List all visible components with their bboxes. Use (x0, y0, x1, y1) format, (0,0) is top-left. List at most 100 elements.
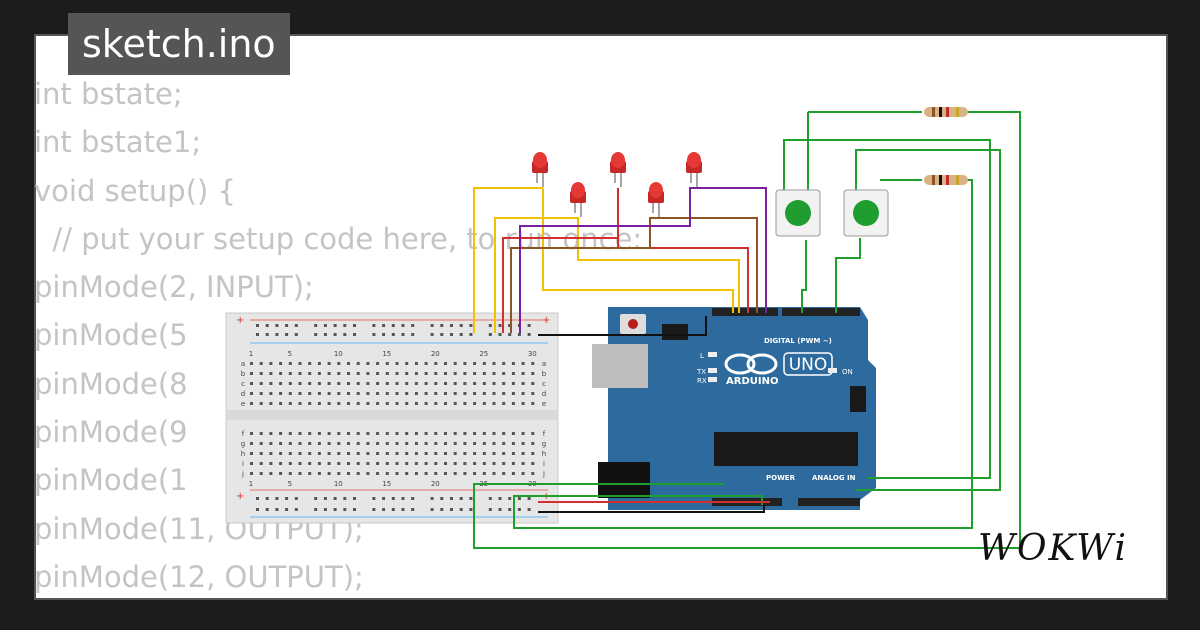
breadboard-hole[interactable] (502, 382, 506, 385)
resistor[interactable] (924, 175, 968, 185)
breadboard-hole[interactable] (508, 508, 512, 511)
breadboard-hole[interactable] (353, 324, 356, 327)
breadboard-hole[interactable] (285, 324, 289, 327)
breadboard-hole[interactable] (279, 402, 283, 405)
breadboard-hole[interactable] (259, 432, 263, 435)
breadboard-hole[interactable] (256, 497, 259, 500)
breadboard-hole[interactable] (259, 382, 263, 385)
breadboard-hole[interactable] (492, 432, 496, 435)
breadboard-hole[interactable] (508, 497, 512, 500)
breadboard-hole[interactable] (298, 392, 302, 395)
breadboard-hole[interactable] (333, 497, 337, 500)
breadboard-hole[interactable] (502, 442, 506, 445)
breadboard-hole[interactable] (463, 382, 467, 385)
breadboard-hole[interactable] (492, 442, 496, 445)
breadboard-hole[interactable] (308, 472, 312, 475)
breadboard-hole[interactable] (453, 362, 457, 365)
breadboard-hole[interactable] (308, 432, 312, 435)
breadboard-hole[interactable] (424, 472, 428, 475)
breadboard-hole[interactable] (269, 462, 273, 465)
breadboard-hole[interactable] (337, 382, 341, 385)
breadboard-hole[interactable] (279, 442, 283, 445)
breadboard-hole[interactable] (531, 392, 535, 395)
breadboard-hole[interactable] (317, 382, 321, 385)
breadboard-hole[interactable] (453, 402, 457, 405)
breadboard-hole[interactable] (482, 362, 486, 365)
breadboard-hole[interactable] (317, 392, 321, 395)
breadboard-hole[interactable] (531, 452, 535, 455)
breadboard-hole[interactable] (492, 452, 496, 455)
breadboard-hole[interactable] (511, 472, 515, 475)
breadboard-hole[interactable] (492, 372, 496, 375)
breadboard-hole[interactable] (327, 402, 331, 405)
breadboard-hole[interactable] (511, 442, 515, 445)
breadboard-hole[interactable] (511, 392, 515, 395)
breadboard-hole[interactable] (314, 508, 318, 511)
breadboard-hole[interactable] (298, 432, 302, 435)
breadboard-hole[interactable] (414, 462, 418, 465)
breadboard-hole[interactable] (250, 392, 253, 395)
breadboard-hole[interactable] (372, 497, 376, 500)
breadboard-hole[interactable] (434, 442, 438, 445)
breadboard-hole[interactable] (492, 392, 496, 395)
breadboard-hole[interactable] (285, 333, 289, 336)
breadboard-hole[interactable] (521, 432, 525, 435)
breadboard-hole[interactable] (347, 432, 350, 435)
file-tab[interactable]: sketch.ino (68, 13, 290, 75)
breadboard-hole[interactable] (385, 392, 389, 395)
breadboard-hole[interactable] (314, 497, 318, 500)
breadboard-hole[interactable] (250, 382, 253, 385)
breadboard-hole[interactable] (473, 402, 477, 405)
breadboard-hole[interactable] (463, 472, 467, 475)
breadboard-hole[interactable] (308, 462, 312, 465)
digital-header-low[interactable] (782, 308, 860, 316)
breadboard-hole[interactable] (440, 497, 444, 500)
breadboard-hole[interactable] (511, 362, 515, 365)
breadboard-hole[interactable] (511, 382, 515, 385)
breadboard-hole[interactable] (482, 442, 486, 445)
breadboard-hole[interactable] (440, 508, 444, 511)
breadboard-hole[interactable] (434, 402, 438, 405)
breadboard-hole[interactable] (279, 362, 283, 365)
breadboard-hole[interactable] (385, 472, 389, 475)
breadboard-hole[interactable] (401, 497, 405, 500)
code-line[interactable]: pinMode(5 (34, 318, 188, 353)
code-line[interactable]: pinMode(8 (34, 366, 188, 401)
breadboard-hole[interactable] (343, 508, 347, 511)
breadboard-hole[interactable] (405, 442, 409, 445)
breadboard-hole[interactable] (259, 372, 263, 375)
breadboard-hole[interactable] (424, 362, 428, 365)
breadboard-hole[interactable] (459, 508, 463, 511)
breadboard-hole[interactable] (492, 462, 496, 465)
breadboard-hole[interactable] (275, 497, 279, 500)
breadboard-hole[interactable] (385, 432, 389, 435)
breadboard-hole[interactable] (531, 382, 535, 385)
breadboard-hole[interactable] (444, 462, 447, 465)
breadboard-hole[interactable] (527, 333, 531, 336)
breadboard-hole[interactable] (521, 472, 525, 475)
breadboard-hole[interactable] (337, 442, 341, 445)
breadboard-hole[interactable] (314, 333, 318, 336)
breadboard-hole[interactable] (376, 442, 380, 445)
breadboard-hole[interactable] (511, 402, 515, 405)
breadboard-hole[interactable] (288, 432, 292, 435)
breadboard-hole[interactable] (411, 497, 415, 500)
breadboard-hole[interactable] (424, 372, 428, 375)
breadboard-hole[interactable] (376, 382, 380, 385)
breadboard-hole[interactable] (356, 432, 360, 435)
breadboard-hole[interactable] (521, 452, 525, 455)
breadboard-hole[interactable] (488, 508, 492, 511)
led[interactable] (610, 152, 626, 187)
breadboard-hole[interactable] (288, 392, 292, 395)
breadboard-hole[interactable] (337, 452, 341, 455)
breadboard-hole[interactable] (414, 402, 418, 405)
breadboard-hole[interactable] (279, 432, 283, 435)
breadboard-hole[interactable] (308, 372, 312, 375)
breadboard-hole[interactable] (434, 382, 438, 385)
breadboard-hole[interactable] (376, 392, 380, 395)
breadboard-hole[interactable] (269, 452, 273, 455)
breadboard-hole[interactable] (502, 462, 506, 465)
breadboard-hole[interactable] (502, 372, 506, 375)
breadboard-hole[interactable] (521, 402, 525, 405)
breadboard-hole[interactable] (366, 452, 370, 455)
